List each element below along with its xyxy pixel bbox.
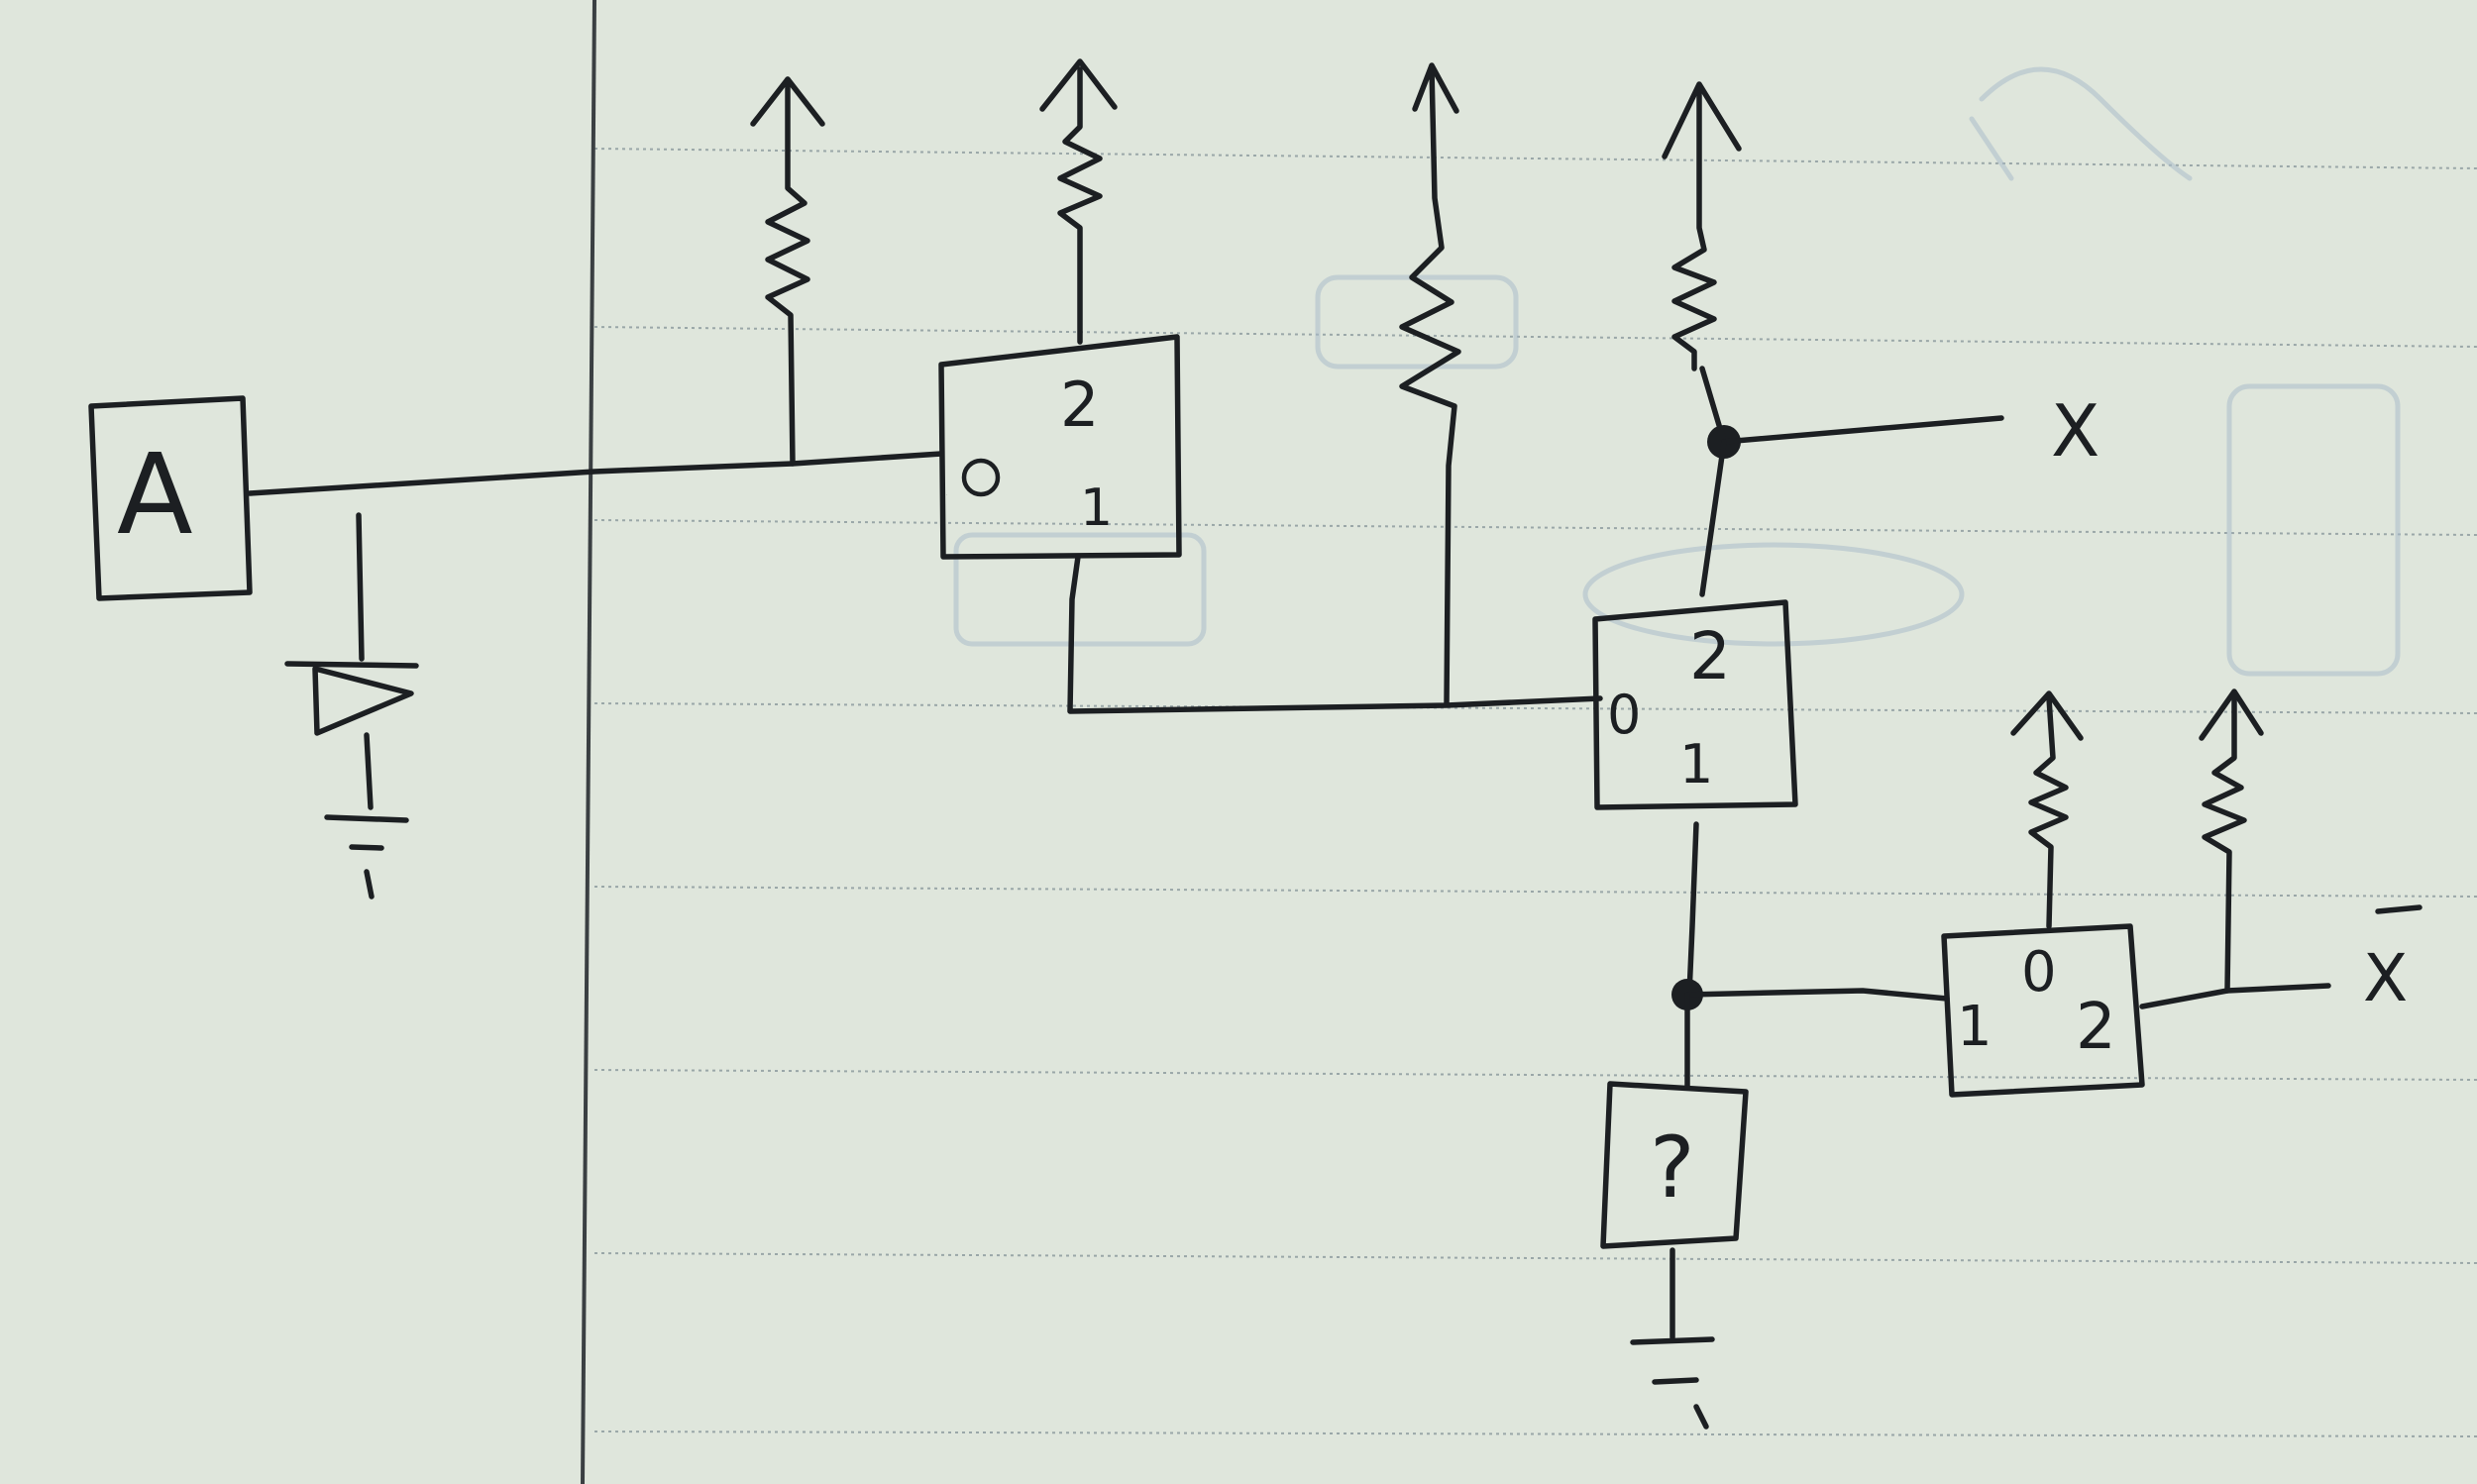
notebook-rules: [581, 0, 2477, 1484]
output-x-label: X: [2051, 389, 2100, 473]
pullup-resistor-4: [1662, 81, 1742, 371]
wire-switch1-to-switch2: [1067, 554, 1603, 714]
input-a-label: A: [117, 431, 193, 560]
output-x-bar: X: [2139, 904, 2423, 1016]
switch-3-pin1: 1: [1957, 995, 1992, 1059]
unknown-component-label: ?: [1650, 1118, 1695, 1218]
switch-2-pin0: 0: [1607, 684, 1641, 746]
switch-3-pin2: 2: [2076, 991, 2116, 1064]
switch-1-pin2: 2: [1060, 369, 1099, 441]
input-a-box: A: [88, 395, 253, 601]
switch-3-pin0: 0: [2021, 940, 2057, 1005]
switch-1: 0 2 1: [938, 334, 1182, 560]
switch-2: 0 2 1: [1592, 599, 1798, 810]
switch-1-pin0: 0: [946, 494, 947, 496]
switch-2-pin1: 1: [1679, 733, 1713, 795]
switch-1-pin1: 1: [1080, 478, 1113, 538]
pullup-resistor-6: [2199, 689, 2264, 994]
pullup-resistor-5: [2010, 690, 2084, 929]
switch-3: 1 0 2: [1941, 923, 2145, 1098]
unknown-component: ?: [1600, 1081, 1749, 1430]
output-x-node: X: [1699, 366, 2100, 597]
pullup-resistor-2: [1039, 58, 1118, 345]
switch-2-pin2: 2: [1689, 618, 1731, 694]
pullup-resistor-3: [1399, 62, 1461, 706]
bleed-through-marks: [953, 66, 2401, 677]
wire-switch2-to-node: [1671, 821, 1950, 1091]
diode-to-ground: [284, 512, 419, 900]
pullup-resistor-1: [750, 76, 825, 467]
wire-a-to-switch1: [247, 451, 944, 496]
output-x-bar-label: X: [2363, 940, 2408, 1016]
